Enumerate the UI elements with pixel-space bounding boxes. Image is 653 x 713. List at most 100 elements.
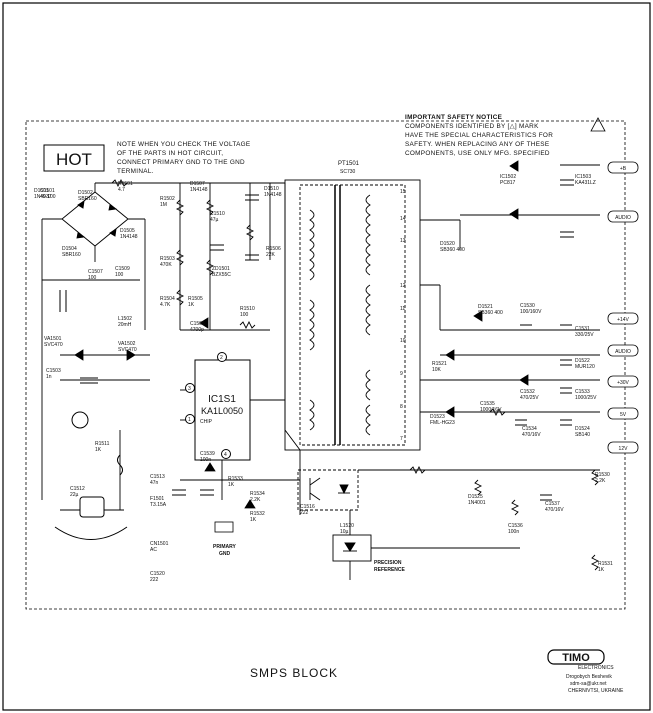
component-ref: D1504 <box>62 246 77 252</box>
check-note-line: CONNECT PRIMARY GND TO THE GND <box>117 159 245 166</box>
company-logo: TIMO ELECTRONICS <box>547 649 614 671</box>
ic-pin: 3 <box>188 386 191 392</box>
component-value: 10K <box>432 367 442 373</box>
capacitor-symbol <box>540 494 552 501</box>
resistor-symbol <box>175 249 185 266</box>
component-ref: C1512 <box>70 486 85 492</box>
safety-notice-line: COMPONENTS, USE ONLY MFG. SPECIFIED <box>405 150 550 157</box>
component-value: PC817 <box>500 180 516 186</box>
ic-label: CHIP <box>200 419 213 425</box>
component-value: 1N4937 <box>34 194 52 200</box>
component-ref: C1509 <box>115 266 130 272</box>
component-value: 2.2K <box>595 478 606 484</box>
check-note-line: TERMINAL. <box>117 168 154 175</box>
pin-number: 10 <box>400 338 406 344</box>
component-value: 470/25V <box>520 395 539 401</box>
optocoupler <box>297 469 600 511</box>
transformer-ref: PT1501 <box>338 161 360 167</box>
component-ref: ZD1501 <box>212 266 230 272</box>
capacitor-symbol <box>210 244 224 251</box>
component-value: 20mH <box>118 322 132 328</box>
bridge-rectifier <box>42 183 145 262</box>
resistor-symbol <box>245 224 255 241</box>
component-ref: C1501 <box>40 188 55 194</box>
component-value: 1K <box>188 302 195 308</box>
component-ref: R1533 <box>228 476 243 482</box>
ic-pin: 4 <box>224 452 227 458</box>
component-ref: VA1501 <box>44 336 62 342</box>
component-value: 4.7 <box>118 187 125 193</box>
component-ref: D1507 <box>190 181 205 187</box>
component-value: SB140 <box>575 432 590 438</box>
component-ref: D1502 <box>78 190 93 196</box>
component-value: BZX55C <box>212 272 231 278</box>
capacitor-symbol <box>245 194 259 201</box>
primary-gnd-label: GND <box>219 551 231 557</box>
capacitor-symbol <box>515 419 527 426</box>
component-ref: R1503 <box>160 256 175 262</box>
transformer <box>284 164 600 451</box>
component-value: SVC470 <box>118 347 137 353</box>
component-ref: D1501 <box>34 188 49 194</box>
pin-number: 13 <box>400 238 406 244</box>
check-note-line: NOTE WHEN YOU CHECK THE VOLTAGE <box>117 141 250 148</box>
component-ref: C1531 <box>575 326 590 332</box>
component-value: 1000/25V <box>575 395 597 401</box>
precision-reference-label: PRECISION <box>374 560 402 566</box>
component-ref: C1533 <box>575 389 590 395</box>
ic-chip: IC1S1 KA1L0050 CHIP 1 2 3 4 <box>185 352 251 461</box>
safety-notice-line: SAFETY. WHEN REPLACING ANY OF THESE <box>405 141 549 148</box>
component-ref: C1534 <box>522 426 537 432</box>
resistor-symbol <box>590 554 600 571</box>
primary-gnd-hatch <box>214 521 234 533</box>
component-value: SB360 400 <box>440 247 465 253</box>
component-ref: CN1501 <box>150 541 169 547</box>
component-value: 4700p <box>190 327 204 333</box>
component-value: 10µ <box>340 529 349 535</box>
inner-frame <box>25 120 626 610</box>
component-value: 22µ <box>70 492 79 498</box>
component-value: 100 <box>115 272 124 278</box>
capacitor-symbol <box>560 324 572 331</box>
resistor-symbol <box>510 499 520 516</box>
output-label: 5V <box>620 412 627 418</box>
component-value: 47n <box>150 480 159 486</box>
component-value: 1N4148 <box>120 234 138 240</box>
component-ref: C1510 <box>210 211 225 217</box>
resistor-symbol <box>239 320 256 330</box>
resistor-symbol <box>590 469 600 486</box>
component-value: 100 <box>240 312 249 318</box>
component-ref: C1516 <box>300 504 315 510</box>
safety-notice-line: HAVE THE SPECIAL CHARACTERISTICS FOR <box>405 132 553 139</box>
component-ref: R1502 <box>160 196 175 202</box>
transformer-pins: 15 14 13 12 11 10 9 8 7 <box>400 189 406 442</box>
component-ref: R1534 <box>250 491 265 497</box>
resistor-symbol <box>175 289 185 306</box>
component-value: AC <box>150 547 157 553</box>
component-value: SB360 400 <box>478 310 503 316</box>
component-ref: D1525 <box>468 494 483 500</box>
ic-part: KA1L0050 <box>201 406 243 416</box>
check-note-line: OF THE PARTS IN HOT CIRCUIT, <box>117 150 223 157</box>
precision-reference-label: REFERENCE <box>374 567 406 573</box>
component-value: 470/16V <box>545 507 564 513</box>
check-note: NOTE WHEN YOU CHECK THE VOLTAGE OF THE P… <box>117 141 250 175</box>
component-ref: D1524 <box>575 426 590 432</box>
component-value: 222 <box>300 510 309 516</box>
capacitor-symbol <box>245 254 259 261</box>
component-ref: R1531 <box>598 561 613 567</box>
capacitor-symbol <box>560 387 572 394</box>
component-value: 100 <box>88 275 97 281</box>
output-label: 12V <box>619 446 629 452</box>
capacitor-symbol <box>560 359 572 366</box>
component-value: 1K <box>598 567 605 573</box>
resistor-symbol <box>205 259 215 276</box>
ic-ref: IC1S1 <box>208 394 236 405</box>
pin-number: 9 <box>400 371 403 377</box>
pin-number: 11 <box>400 306 405 312</box>
block-title: SMPS BLOCK <box>250 666 338 680</box>
resistor-symbol <box>175 199 185 216</box>
component-value: T3.15A <box>150 502 167 508</box>
